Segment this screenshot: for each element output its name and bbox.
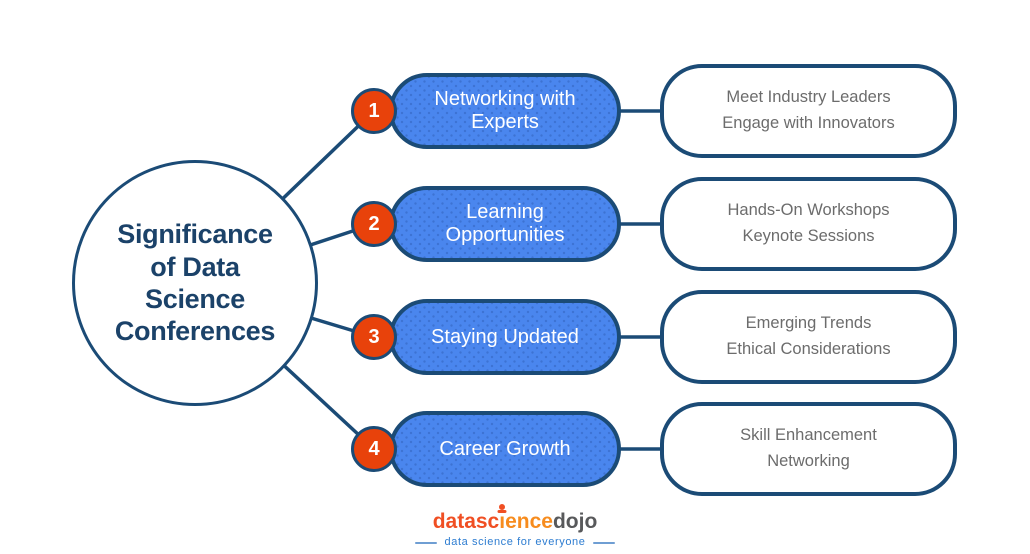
- logo-tagline: data science for everyone: [444, 536, 586, 548]
- datasciencedojo-logo: datascıencedojo data science for everyon…: [0, 511, 1030, 548]
- central-title-line: Science: [145, 284, 245, 314]
- logo-text-ence: ence: [505, 510, 553, 533]
- item-1-detail-box: Meet Industry Leaders Engage with Innova…: [660, 64, 957, 158]
- item-2-detail-box: Hands-On Workshops Keynote Sessions: [660, 177, 957, 271]
- logo-wordmark: datascıencedojo: [433, 511, 598, 532]
- item-1-number-badge: 1: [351, 88, 397, 134]
- central-title-line: Significance: [117, 219, 273, 250]
- item-4-detail-line: Skill Enhancement: [740, 426, 877, 445]
- item-4-topic-pill: Career Growth: [389, 411, 621, 487]
- item-2-number: 2: [368, 212, 380, 235]
- item-3-label: Staying Updated: [431, 325, 579, 348]
- item-2-label: Learning Opportunities: [445, 201, 565, 246]
- item-3-detail-line: Emerging Trends: [745, 314, 872, 333]
- item-1-number: 1: [368, 99, 380, 122]
- central-topic-circle: Significance of Data Science Conferences: [72, 160, 318, 406]
- tagline-dash-right: [593, 541, 616, 544]
- item-2-number-badge: 2: [351, 201, 397, 247]
- item-1-detail-line: Engage with Innovators: [722, 114, 895, 132]
- item-4-label: Career Growth: [439, 437, 571, 460]
- item-1-topic-pill: Networking with Experts: [389, 73, 621, 149]
- item-4-number: 4: [368, 437, 380, 460]
- item-4-detail-box: Skill Enhancement Networking: [660, 402, 957, 496]
- central-title-line: of Data: [150, 251, 240, 282]
- item-2-detail-line: Keynote Sessions: [742, 227, 875, 245]
- logo-text-dojo: dojo: [552, 510, 598, 533]
- item-1-detail-line: Meet Industry Leaders: [726, 88, 891, 107]
- item-2-topic-pill: Learning Opportunities: [389, 186, 621, 262]
- item-3-detail-box: Emerging Trends Ethical Considerations: [660, 290, 957, 384]
- item-3-topic-pill: Staying Updated: [389, 299, 621, 375]
- item-4-detail-line: Networking: [767, 452, 850, 470]
- item-3-number-badge: 3: [351, 314, 397, 360]
- item-4-number-badge: 4: [351, 426, 397, 472]
- central-title-line: Conferences: [114, 316, 276, 347]
- item-2-detail-line: Hands-On Workshops: [727, 201, 890, 220]
- logo-text-datasc: datasc: [432, 510, 500, 533]
- item-3-number: 3: [368, 325, 380, 348]
- logo-tagline-row: data science for everyone: [414, 536, 616, 548]
- item-1-label: Networking with Experts: [434, 88, 576, 133]
- person-icon: ı: [499, 510, 506, 533]
- tagline-dash-left: [414, 541, 437, 544]
- item-3-detail-line: Ethical Considerations: [726, 340, 891, 358]
